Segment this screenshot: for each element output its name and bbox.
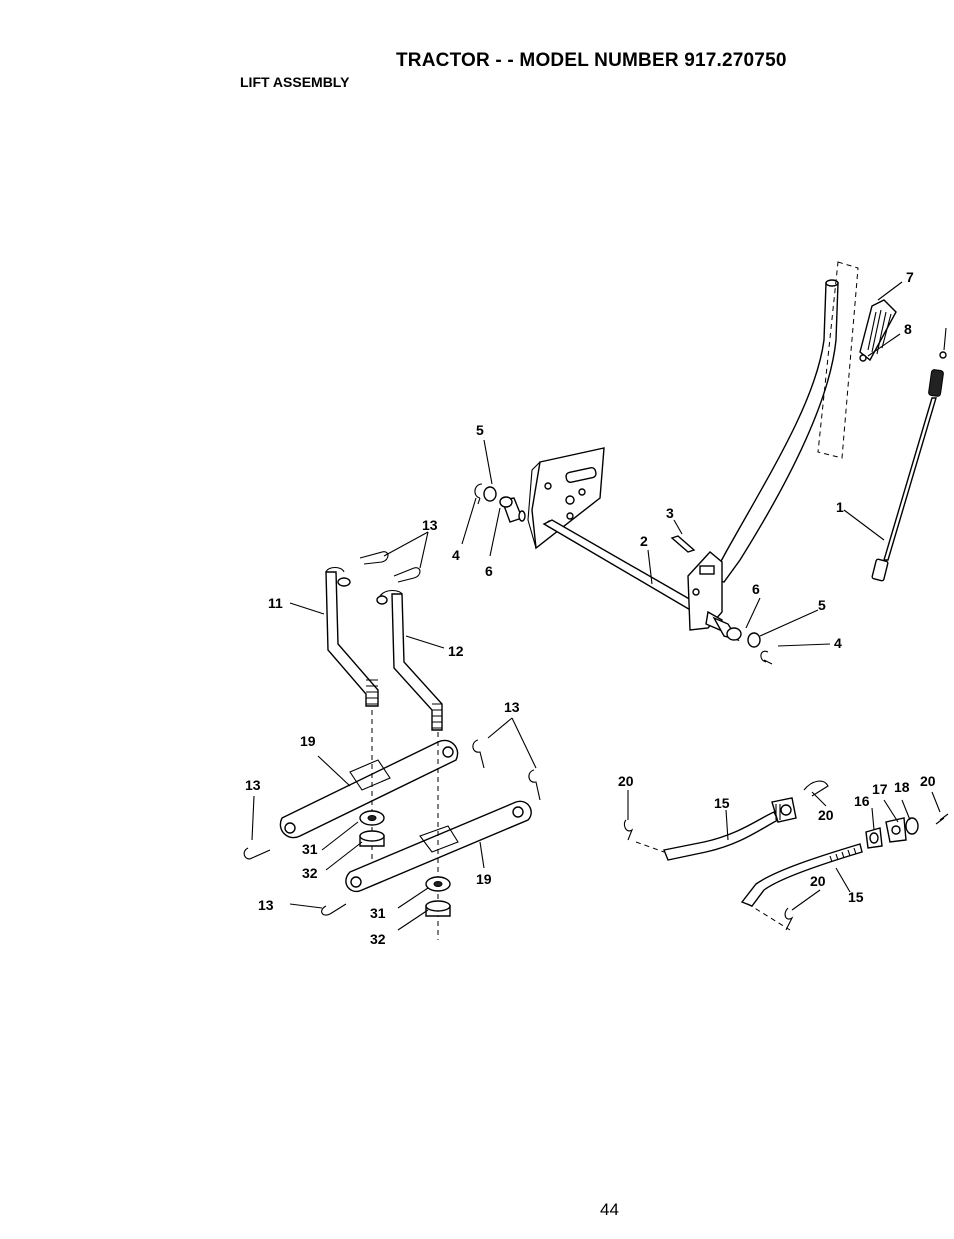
callout-19a: 19 <box>300 733 316 749</box>
callout-19b: 19 <box>476 871 492 887</box>
handle-grip <box>859 299 897 362</box>
callout-32a: 32 <box>302 865 318 881</box>
callout-11: 11 <box>268 595 283 611</box>
callout-5b: 5 <box>818 597 826 613</box>
lift-link-11 <box>325 566 379 707</box>
lift-link-12 <box>376 589 443 731</box>
callout-3: 3 <box>666 505 674 521</box>
callout-32b: 32 <box>370 931 386 947</box>
left-bushing-set <box>474 483 526 523</box>
callout-2: 2 <box>640 533 648 549</box>
lift-arm-lower <box>345 800 532 893</box>
lift-handle <box>710 261 859 583</box>
callout-16: 16 <box>854 793 870 809</box>
callout-15a: 15 <box>714 795 730 811</box>
washer-nut-left <box>359 810 385 847</box>
callout-1: 1 <box>836 499 844 515</box>
callout-12: 12 <box>448 643 464 659</box>
callout-4b: 4 <box>834 635 842 651</box>
hairpin-clips-mid <box>243 739 541 916</box>
callout-18: 18 <box>894 779 910 795</box>
callout-20d: 20 <box>920 773 936 789</box>
roll-pin <box>670 535 696 553</box>
callout-13d: 13 <box>258 897 274 913</box>
callout-4a: 4 <box>452 547 460 563</box>
adjuster-hardware <box>865 817 919 849</box>
washer-nut-right <box>425 876 451 917</box>
adjustment-rod-upper <box>635 797 797 861</box>
callout-20c: 20 <box>810 873 826 889</box>
callout-7: 7 <box>906 269 914 285</box>
lift-shaft <box>542 519 723 631</box>
callout-20a: 20 <box>618 773 634 789</box>
page-number: 44 <box>600 1200 619 1219</box>
lift-arm-upper <box>279 739 459 839</box>
callout-5a: 5 <box>476 422 484 438</box>
callout-13b: 13 <box>504 699 520 715</box>
callout-8: 8 <box>904 321 912 337</box>
page-title: TRACTOR - - MODEL NUMBER 917.270750 <box>396 50 787 71</box>
callout-15b: 15 <box>848 889 864 905</box>
clevis-pins <box>623 780 949 931</box>
callout-6b: 6 <box>752 581 760 597</box>
callout-31a: 31 <box>302 841 318 857</box>
callout-17: 17 <box>872 781 888 797</box>
callout-labels: 7 8 1 5 4 6 13 3 2 6 5 4 11 12 13 19 13 … <box>245 269 936 947</box>
callout-6a: 6 <box>485 563 493 579</box>
hairpin-clips-top <box>359 551 421 583</box>
adjustment-rod-lower <box>740 843 863 931</box>
section-subtitle: LIFT ASSEMBLY <box>240 74 350 90</box>
right-bushing-set <box>712 616 773 665</box>
callout-31b: 31 <box>370 905 386 921</box>
callout-13a: 13 <box>422 517 438 533</box>
leader-lines <box>251 281 941 931</box>
callout-13c: 13 <box>245 777 261 793</box>
lift-link-rod <box>871 327 947 582</box>
callout-20b: 20 <box>818 807 834 823</box>
